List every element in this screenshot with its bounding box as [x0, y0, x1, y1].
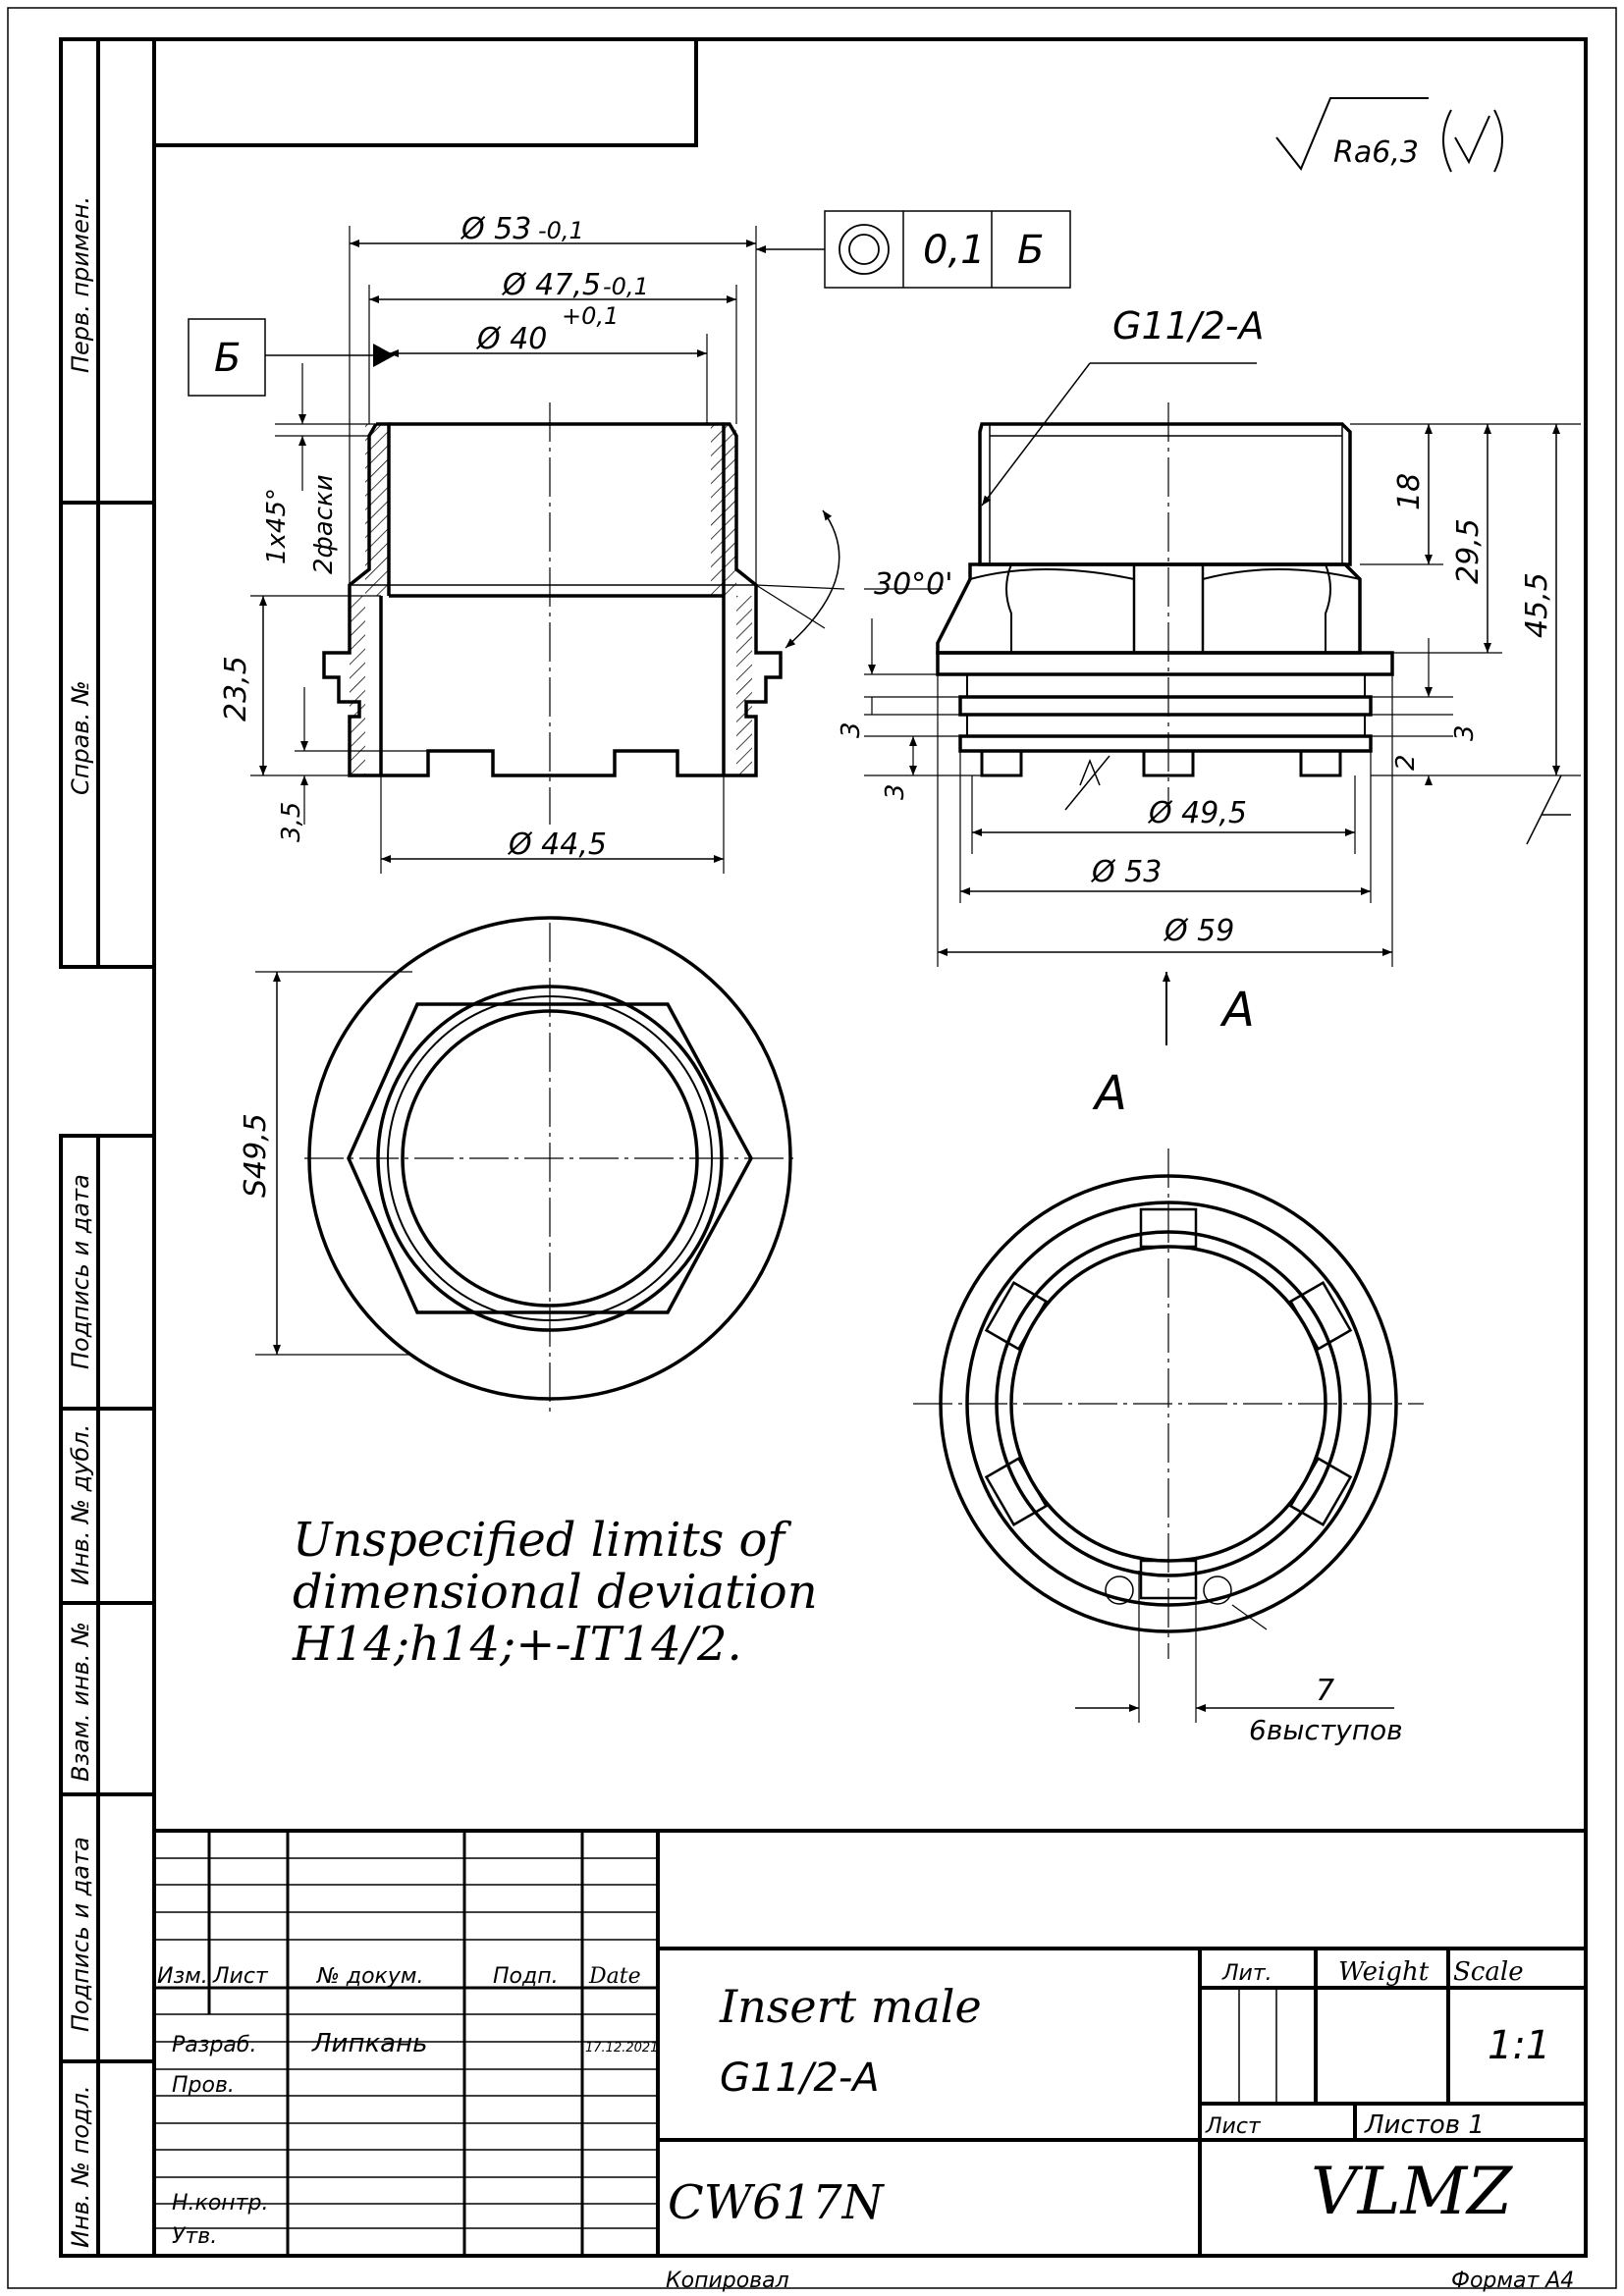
tb-weight: Weight — [1338, 1957, 1430, 1987]
dim-18: 18 — [1392, 473, 1427, 510]
front-view — [864, 362, 1581, 1045]
section-view — [188, 210, 1071, 874]
side-stamp-labels: Перв. примен. Справ. № Подпись и дата Ин… — [67, 196, 94, 2248]
stamp-podpis-data-2: Подпись и дата — [67, 1837, 94, 2032]
dim-45-5: 45,5 — [1520, 572, 1554, 638]
title-block-grid — [154, 1829, 1586, 2256]
dim-d44-5: Ø 44,5 — [507, 828, 607, 862]
stamp-perv-primen: Перв. примен. — [67, 196, 94, 373]
stamp-inv-dubl: Инв. № дубл. — [67, 1424, 94, 1585]
note-line-3: H14;h14;+-IT14/2. — [292, 1617, 742, 1672]
tb-col-list: Лист — [212, 1964, 269, 1989]
view-a-arrow-label: A — [1219, 983, 1255, 1038]
view-a-title: A — [1092, 1066, 1127, 1121]
tb-razrab-name: Липкань — [311, 2029, 427, 2058]
stamp-inv-podl: Инв. № подл. — [67, 2085, 94, 2248]
dim-23-5: 23,5 — [219, 656, 253, 721]
tb-material: CW617N — [668, 2175, 886, 2230]
dim-3-left-b: 3 — [881, 783, 910, 800]
dim-angle: 30°0' — [874, 567, 953, 602]
tb-lit: Лит. — [1221, 1961, 1272, 1986]
tb-company: VLMZ — [1311, 2154, 1513, 2229]
tb-copied: Копировал — [666, 2269, 789, 2293]
title-block-text: Изм. Лист № докум. Подп. Date Разраб. Ли… — [157, 1957, 1574, 2293]
tb-nkontr: Н.контр. — [172, 2191, 268, 2216]
side-stamp-strip — [59, 37, 156, 2258]
tb-sheets: Листов 1 — [1364, 2110, 1485, 2140]
tb-prov: Пров. — [172, 2073, 235, 2098]
tb-col-doc: № докум. — [316, 1964, 423, 1989]
tol-frame-value: 0,1 — [923, 228, 986, 273]
dim-d53-b: Ø 53 — [1090, 855, 1162, 889]
view-a — [913, 1148, 1424, 1723]
dim-lug-note: 6выступов — [1249, 1714, 1403, 1746]
tb-scale-value: 1:1 — [1488, 2023, 1550, 2068]
stamp-sprav-no: Справ. № — [67, 680, 94, 795]
dim-d40: Ø 40 — [475, 322, 547, 356]
roughness-symbol: Ra6,3 — [1275, 97, 1503, 173]
tb-col-izm: Изм. — [157, 1964, 208, 1989]
dim-d59: Ø 59 — [1163, 914, 1234, 948]
dim-d40-tol: +0,1 — [562, 302, 619, 330]
tol-frame-datum: Б — [1017, 228, 1044, 273]
tb-razrab-date: 17.12.2021 — [585, 2041, 658, 2056]
dim-d47-tol: -0,1 — [603, 273, 649, 300]
dim-chamfer: 1х45° — [262, 488, 292, 564]
tb-razrab: Разраб. — [172, 2033, 256, 2057]
tb-col-podp: Подп. — [493, 1964, 559, 1989]
thread-label: G11/2-A — [1112, 304, 1265, 347]
tb-part-name: Insert male — [719, 1980, 982, 2033]
note-line-2: dimensional deviation — [293, 1565, 818, 1620]
view-a-labels: 7 6выступов — [1249, 1674, 1403, 1746]
tb-part-sub: G11/2-A — [720, 2056, 880, 2101]
dim-s49-5: S49,5 — [239, 1113, 273, 1198]
dim-3-left-a: 3 — [837, 721, 866, 738]
tb-utv: Утв. — [172, 2224, 217, 2249]
dim-3-right: 3 — [1450, 724, 1480, 741]
dim-d53-tol: -0,1 — [538, 217, 584, 244]
front-view-labels: G11/2-A 18 29,5 45,5 3 3 3 2 Ø 49,5 Ø 53… — [837, 304, 1554, 1121]
roughness-value: Ra6,3 — [1333, 135, 1419, 170]
tb-format: Формат А4 — [1451, 2269, 1574, 2293]
dim-d49-5: Ø 49,5 — [1147, 796, 1247, 830]
section-view-labels: Ø 53 -0,1 Ø 47,5 -0,1 Ø 40 +0,1 Б 0,1 Б … — [214, 212, 1044, 862]
top-hex-view — [255, 916, 795, 1414]
stamp-vzam-inv: Взам. инв. № — [67, 1622, 94, 1782]
dim-d47: Ø 47,5 — [501, 268, 601, 302]
dim-chamfer-count: 2фаски — [309, 474, 339, 574]
dim-2-right: 2 — [1391, 754, 1421, 771]
dim-lug-width: 7 — [1316, 1674, 1334, 1708]
datum-b-label: Б — [214, 336, 241, 381]
stamp-podpis-data-1: Подпись и дата — [67, 1174, 94, 1369]
tolerance-note: Unspecified limits of dimensional deviat… — [292, 1513, 818, 1672]
note-line-1: Unspecified limits of — [293, 1513, 791, 1568]
dim-3-5: 3,5 — [277, 802, 306, 842]
tb-sheet: Лист — [1205, 2114, 1262, 2139]
tb-scale: Scale — [1453, 1957, 1524, 1987]
tb-col-date: Date — [588, 1964, 641, 1989]
dim-d53: Ø 53 — [460, 212, 531, 246]
dim-29-5: 29,5 — [1451, 518, 1486, 584]
